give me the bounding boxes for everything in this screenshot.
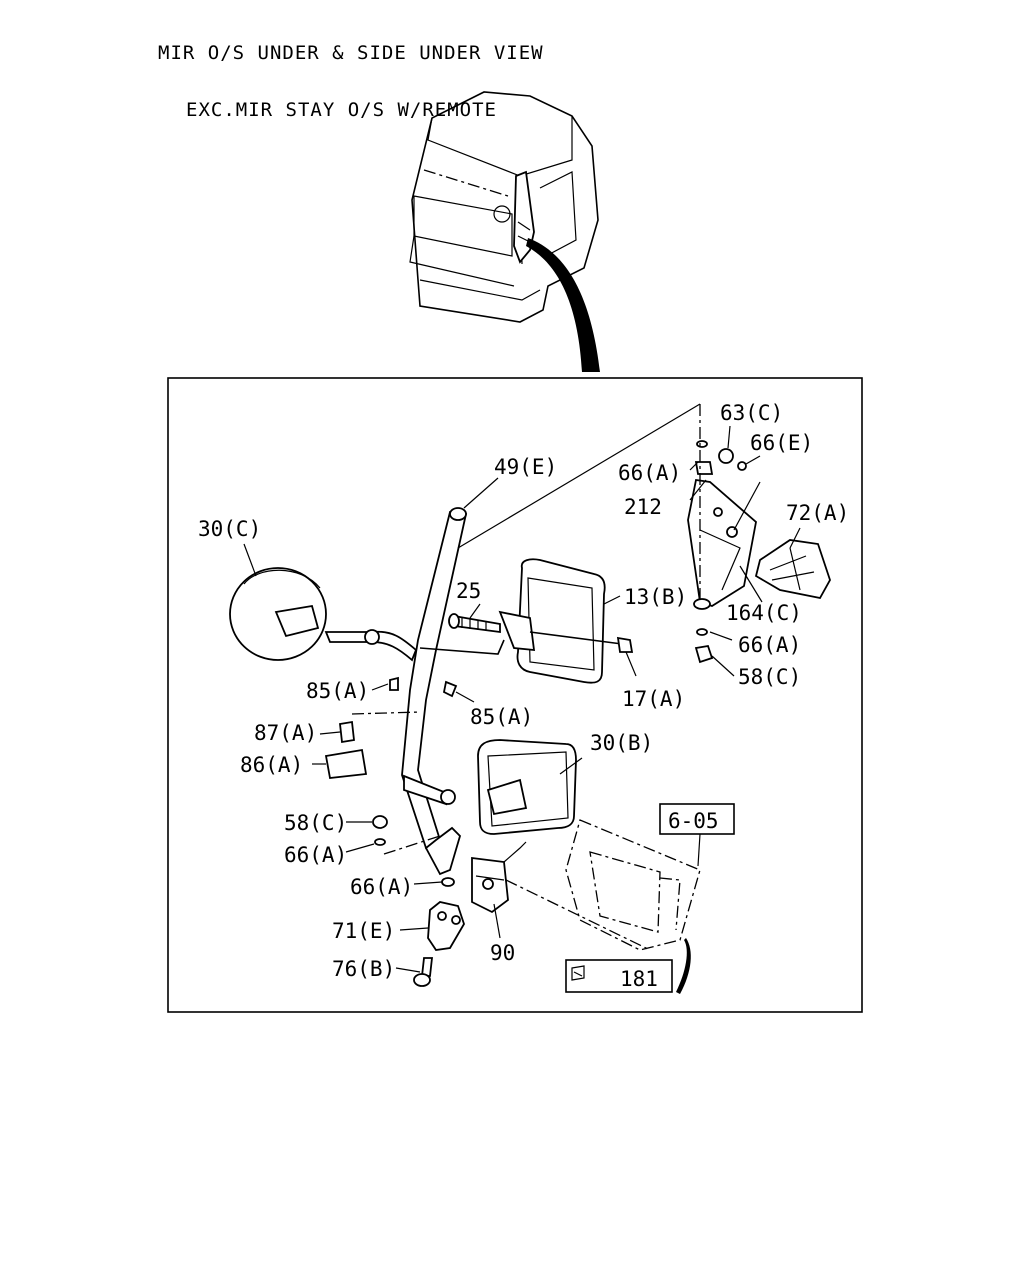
ref-box-181-icon: [571, 965, 585, 981]
callout-76b: 76(B): [332, 957, 395, 981]
callout-66a-right: 66(A): [738, 633, 801, 657]
callout-66a-top: 66(A): [618, 461, 681, 485]
rect-mirror-lower: [403, 739, 577, 835]
callout-72a: 72(A): [786, 501, 849, 525]
callout-6-05: 6-05: [668, 809, 719, 833]
callout-71e: 71(E): [332, 919, 395, 943]
callout-17a: 17(A): [622, 687, 685, 711]
header-line-2: EXC.MIR STAY O/S W/REMOTE: [186, 99, 497, 121]
callout-13b: 13(B): [624, 585, 687, 609]
callout-212: 212: [624, 495, 662, 519]
callout-30c: 30(C): [198, 517, 261, 541]
callout-85a-right: 85(A): [470, 705, 533, 729]
callout-66a-lower: 66(A): [350, 875, 413, 899]
callout-85a-left: 85(A): [306, 679, 369, 703]
callout-164c: 164(C): [726, 601, 802, 625]
callout-30b: 30(B): [590, 731, 653, 755]
leader-lines: [243, 403, 801, 973]
callout-181: 181: [620, 967, 658, 991]
lower-bracket-parts: [324, 676, 701, 994]
rect-mirror-upper: [448, 558, 634, 684]
round-mirror: [229, 567, 418, 662]
callout-49e: 49(E): [494, 455, 557, 479]
diagram-header: MIR O/S UNDER & SIDE UNDER VIEW EXC.MIR …: [158, 6, 544, 139]
callout-86a: 86(A): [240, 753, 303, 777]
mirror-stay: [401, 507, 505, 876]
ref-box-181: [565, 959, 673, 993]
detail-frame: [167, 377, 863, 1013]
header-line-1: MIR O/S UNDER & SIDE UNDER VIEW: [158, 42, 544, 64]
callout-66a-left: 66(A): [284, 843, 347, 867]
callout-66e: 66(E): [750, 431, 813, 455]
callout-58c-right: 58(C): [738, 665, 801, 689]
callout-58c-left: 58(C): [284, 811, 347, 835]
truck-cab-illustration: [409, 91, 600, 372]
bracket-assembly: [687, 404, 831, 664]
callout-87a: 87(A): [254, 721, 317, 745]
callout-90: 90: [490, 941, 515, 965]
ref-box-6-05: [659, 803, 735, 835]
callout-25: 25: [456, 579, 481, 603]
callout-63c: 63(C): [720, 401, 783, 425]
